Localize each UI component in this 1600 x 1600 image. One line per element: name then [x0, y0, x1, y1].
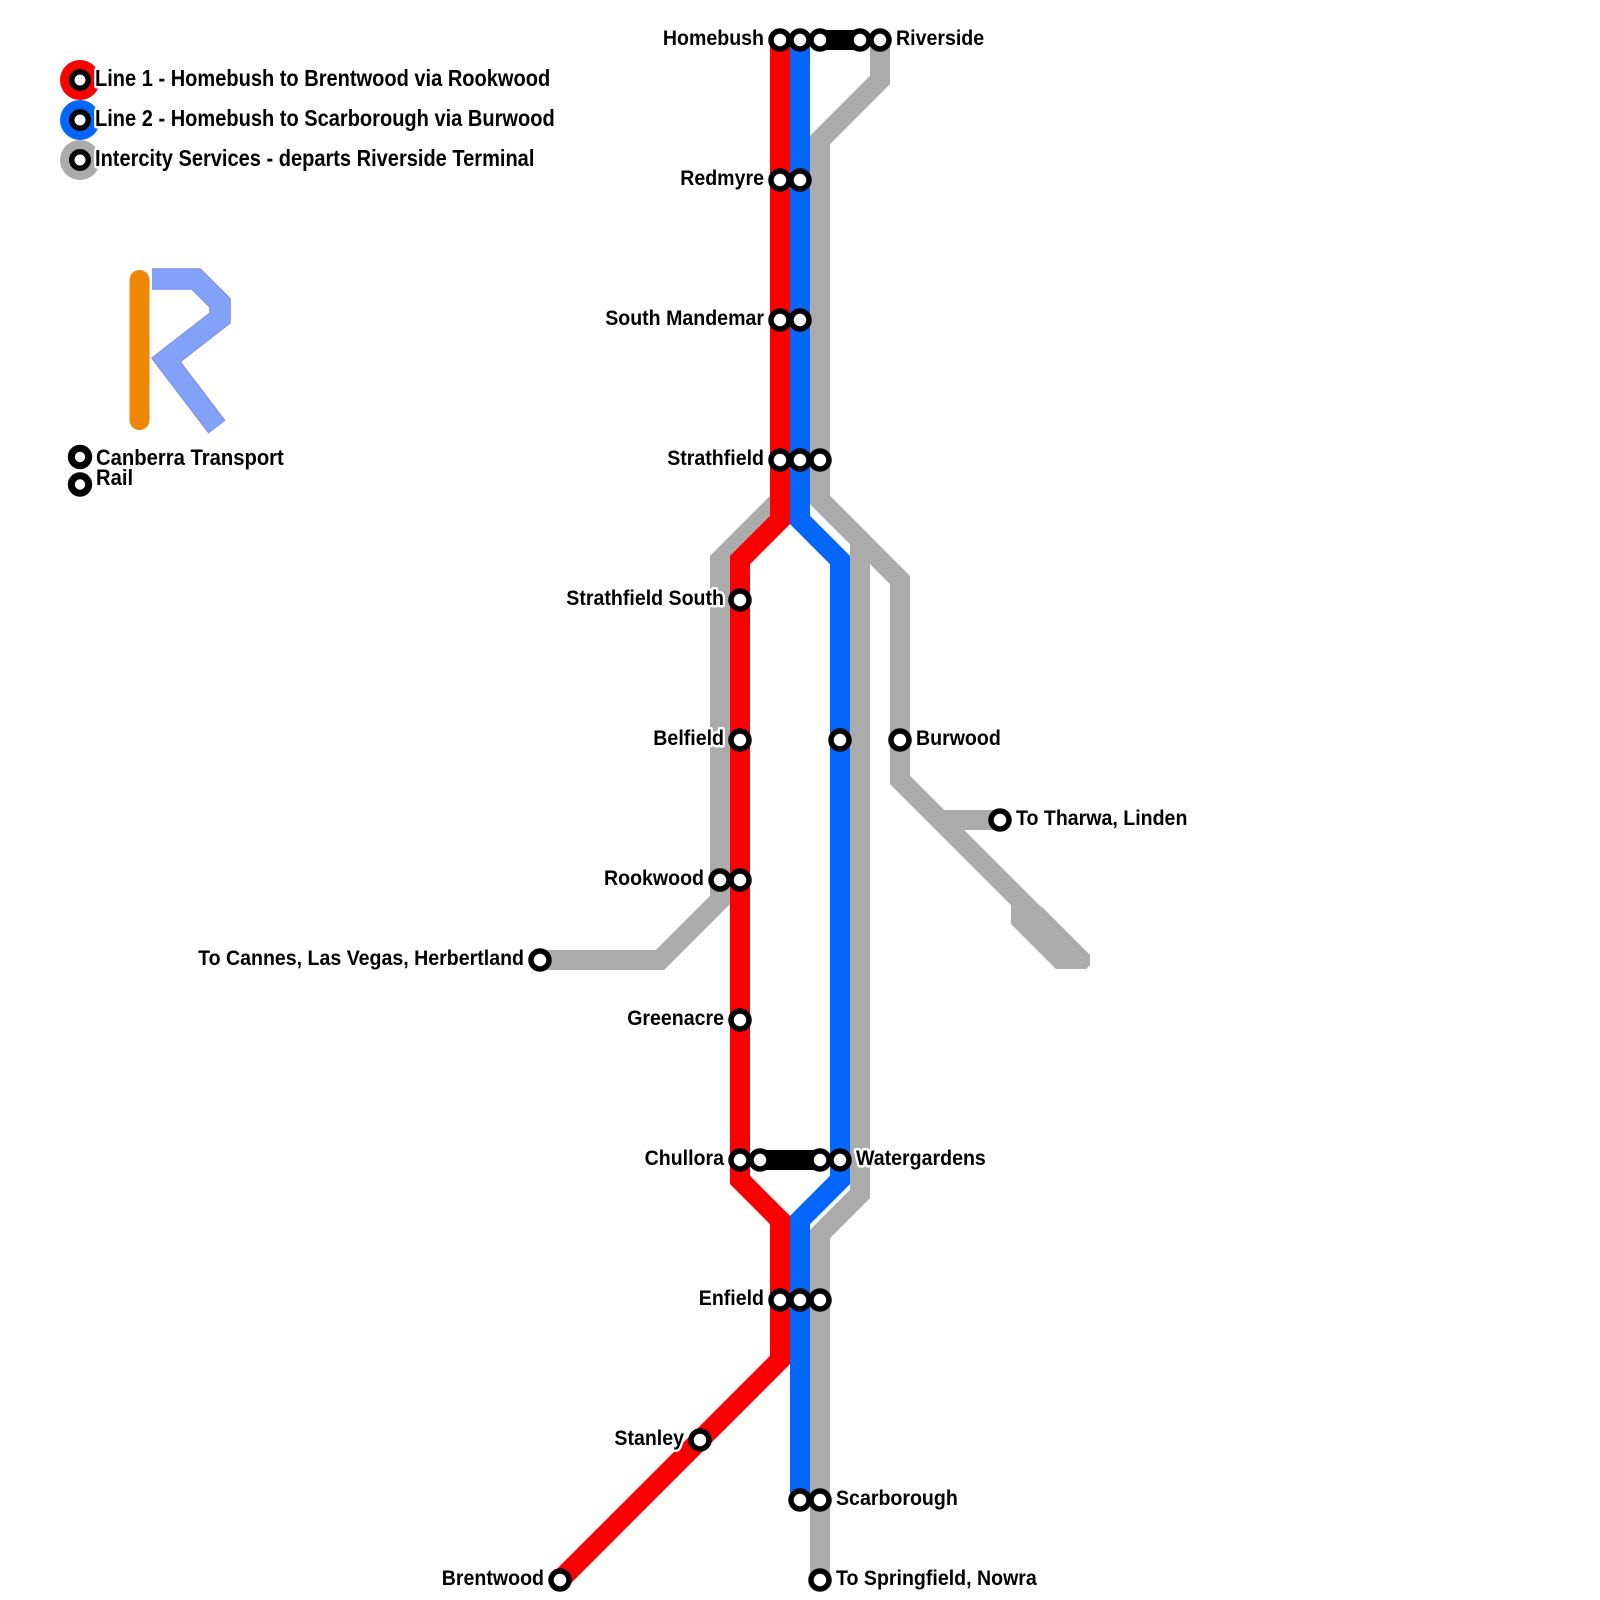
rail-intercity-rookwood-branch	[540, 452, 828, 970]
station-label-strathfield-south: Strathfield South	[566, 587, 724, 610]
station-label-belfield: Belfield	[653, 727, 724, 750]
station-markers-layer	[528, 28, 1012, 1592]
station-marker[interactable]	[708, 868, 732, 892]
legend-label-line2: Line 2 - Homebush to Scarborough via Bur…	[95, 105, 555, 131]
station-marker-enfield[interactable]	[768, 1288, 792, 1312]
brand-name-line2: Rail	[96, 465, 133, 490]
station-marker[interactable]	[788, 28, 812, 52]
station-marker-burwood[interactable]	[888, 728, 912, 752]
rail-lines-layer	[540, 40, 1090, 1588]
station-marker-scarborough[interactable]	[808, 1488, 832, 1512]
station-marker[interactable]	[808, 1288, 832, 1312]
station-label-chullora: Chullora	[645, 1147, 725, 1170]
station-label-enfield: Enfield	[699, 1287, 764, 1310]
station-marker-watergardens[interactable]	[828, 1148, 852, 1172]
station-marker-rookwood[interactable]	[728, 868, 752, 892]
station-marker[interactable]	[808, 28, 832, 52]
station-marker-strathfield[interactable]	[768, 448, 792, 472]
station-marker[interactable]	[748, 1148, 772, 1172]
station-marker[interactable]	[788, 308, 812, 332]
station-label-homebush: Homebush	[663, 27, 764, 50]
rail-line-2	[790, 40, 850, 1500]
station-marker-belfield[interactable]	[728, 728, 752, 752]
station-marker-chullora[interactable]	[728, 1148, 752, 1172]
station-marker[interactable]	[828, 728, 852, 752]
station-marker[interactable]	[808, 1148, 832, 1172]
rail-line-1	[552, 40, 790, 1588]
legend: Line 1 - Homebush to Brentwood via Rookw…	[60, 60, 557, 180]
station-marker[interactable]	[788, 1288, 812, 1312]
station-label-strathfield: Strathfield	[667, 447, 764, 470]
rail-intercity-tharwa-end-cap	[1011, 902, 1090, 969]
station-marker-riverside[interactable]	[868, 28, 892, 52]
station-marker[interactable]	[848, 28, 872, 52]
station-marker-greenacre[interactable]	[728, 1008, 752, 1032]
station-label-to-cannes-las-vegas-herbertland: To Cannes, Las Vegas, Herbertland	[198, 947, 524, 970]
legend-label-line1: Line 1 - Homebush to Brentwood via Rookw…	[95, 65, 550, 91]
logo-station-ring-top	[67, 444, 93, 470]
station-label-burwood: Burwood	[916, 727, 1001, 750]
station-marker[interactable]	[788, 1488, 812, 1512]
station-label-brentwood: Brentwood	[442, 1567, 544, 1590]
legend-station-ring-intercity	[69, 149, 91, 171]
station-marker-redmyre[interactable]	[768, 168, 792, 192]
station-marker-strathfield-south[interactable]	[728, 588, 752, 612]
station-label-south-mandemar: South Mandemar	[605, 307, 764, 330]
legend-label-intercity: Intercity Services - departs Riverside T…	[95, 145, 534, 171]
station-label-redmyre: Redmyre	[680, 167, 764, 190]
station-marker-to-springfield-nowra[interactable]	[808, 1568, 832, 1592]
logo-station-ring-bottom	[67, 472, 93, 497]
station-label-to-springfield-nowra: To Springfield, Nowra	[836, 1567, 1037, 1590]
station-marker-to-cannes-las-vegas-herbertland[interactable]	[528, 948, 552, 972]
station-marker[interactable]	[788, 448, 812, 472]
station-marker-stanley[interactable]	[688, 1428, 712, 1452]
station-label-watergardens: Watergardens	[856, 1147, 986, 1170]
station-marker-to-tharwa-linden[interactable]	[988, 808, 1012, 832]
legend-station-ring-line2	[69, 109, 91, 131]
station-marker[interactable]	[788, 168, 812, 192]
station-marker-brentwood[interactable]	[548, 1568, 572, 1592]
station-marker-south-mandemar[interactable]	[768, 308, 792, 332]
rail-intercity-burwood-branch	[812, 492, 1068, 948]
station-marker-homebush[interactable]	[768, 28, 792, 52]
legend-station-ring-line1	[69, 69, 91, 91]
logo-blue-r	[152, 269, 230, 433]
station-label-greenacre: Greenacre	[627, 1007, 724, 1030]
station-label-to-tharwa-linden: To Tharwa, Linden	[1016, 807, 1187, 830]
station-label-riverside: Riverside	[896, 27, 984, 50]
station-marker[interactable]	[808, 448, 832, 472]
brand-logo: Canberra Transport Rail	[67, 268, 287, 497]
station-label-scarborough: Scarborough	[836, 1487, 958, 1510]
station-label-rookwood: Rookwood	[604, 867, 704, 890]
brand-name-line1: Canberra Transport	[96, 445, 284, 470]
station-label-stanley: Stanley	[614, 1427, 684, 1450]
